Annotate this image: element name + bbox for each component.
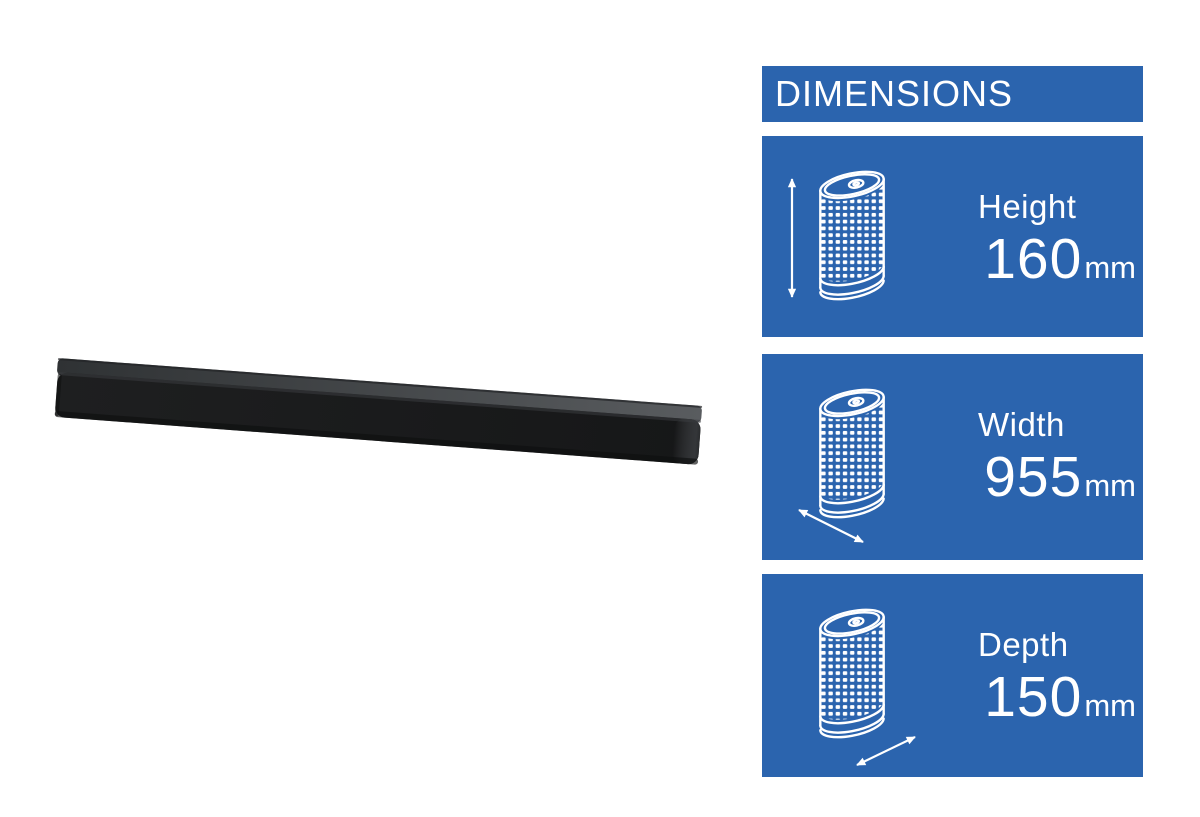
dimension-label: Width bbox=[978, 406, 1065, 443]
dimension-value: 160 bbox=[984, 227, 1083, 291]
vertical-double-arrow-icon bbox=[787, 178, 797, 298]
dimension-unit: mm bbox=[1084, 250, 1136, 285]
soundbar-body bbox=[54, 358, 703, 465]
diagonal-double-arrow-side-icon bbox=[856, 736, 916, 766]
dimension-card-depth: Depth 150mm bbox=[762, 574, 1143, 777]
dimension-card-width: Width 955mm bbox=[762, 354, 1143, 560]
dimension-text-width: Width 955mm bbox=[978, 406, 1136, 520]
dimension-text-depth: Depth 150mm bbox=[978, 626, 1136, 740]
dimension-value: 150 bbox=[984, 665, 1083, 729]
dimensions-title: DIMENSIONS bbox=[775, 73, 1014, 114]
dimension-value: 955 bbox=[984, 445, 1083, 509]
dimension-value-line: 955mm bbox=[978, 449, 1136, 520]
speaker-cylinder-icon bbox=[804, 162, 900, 311]
dimension-unit: mm bbox=[1084, 688, 1136, 723]
dimension-label: Height bbox=[978, 188, 1077, 225]
dimension-value-line: 160mm bbox=[978, 231, 1136, 302]
dimension-value-line: 150mm bbox=[978, 669, 1136, 740]
dimension-label: Depth bbox=[978, 626, 1069, 663]
dimension-text-height: Height 160mm bbox=[978, 188, 1136, 302]
dimensions-header: DIMENSIONS bbox=[762, 66, 1143, 122]
dimension-unit: mm bbox=[1084, 468, 1136, 503]
dimension-card-height: Height 160mm bbox=[762, 136, 1143, 337]
diagonal-double-arrow-front-icon bbox=[798, 509, 864, 543]
